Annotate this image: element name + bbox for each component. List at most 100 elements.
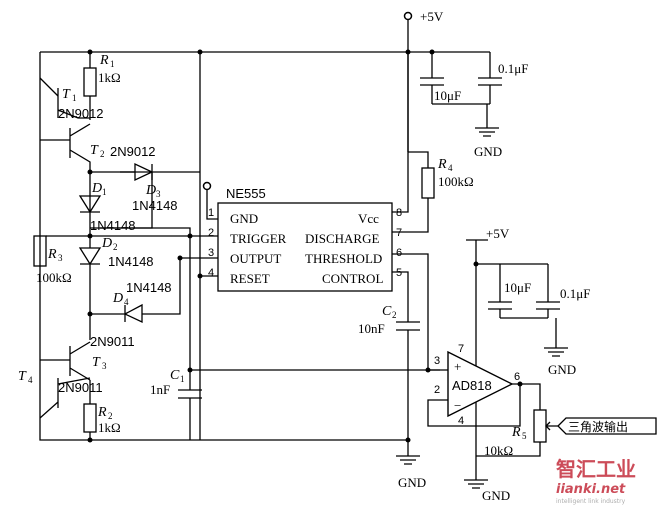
diode-d2: D 2 1N4148 xyxy=(78,236,154,269)
svg-text:3: 3 xyxy=(208,247,214,259)
resistor-r4: R 4 100kΩ xyxy=(421,157,474,199)
svg-text:1: 1 xyxy=(180,374,185,384)
gnd-symbol-right: GND xyxy=(544,347,576,377)
svg-text:RESET: RESET xyxy=(230,271,270,286)
svg-text:T: T xyxy=(18,369,27,384)
svg-text:2N9012: 2N9012 xyxy=(58,106,104,121)
svg-text:6: 6 xyxy=(396,247,402,259)
svg-text:2N9011: 2N9011 xyxy=(90,334,135,349)
svg-text:0.1μF: 0.1μF xyxy=(498,61,528,76)
svg-text:2: 2 xyxy=(113,242,118,252)
svg-text:R: R xyxy=(437,157,447,172)
svg-text:5: 5 xyxy=(522,431,527,441)
svg-text:3: 3 xyxy=(58,253,63,263)
svg-text:1kΩ: 1kΩ xyxy=(98,420,121,435)
svg-text:TRIGGER: TRIGGER xyxy=(230,231,287,246)
svg-text:8: 8 xyxy=(396,207,402,219)
triangle-output-label: 三角波输出 xyxy=(557,417,657,435)
svg-text:1N4148: 1N4148 xyxy=(126,280,172,295)
svg-text:NE555: NE555 xyxy=(226,186,266,201)
svg-text:2N9011: 2N9011 xyxy=(58,380,103,395)
svg-text:GND: GND xyxy=(474,144,502,159)
svg-text:2N9012: 2N9012 xyxy=(110,144,156,159)
svg-text:T: T xyxy=(62,87,71,102)
svg-text:D: D xyxy=(112,291,123,306)
svg-text:1: 1 xyxy=(102,187,107,197)
svg-text:2: 2 xyxy=(434,384,440,396)
svg-text:100kΩ: 100kΩ xyxy=(36,270,72,285)
svg-text:2: 2 xyxy=(108,411,113,421)
svg-text:智汇工业: 智汇工业 xyxy=(556,457,636,481)
svg-text:GND: GND xyxy=(548,362,576,377)
svg-text:R: R xyxy=(97,405,107,420)
svg-text:2: 2 xyxy=(208,227,214,239)
svg-text:iianki.net: iianki.net xyxy=(556,482,626,497)
svg-text:10μF: 10μF xyxy=(504,280,531,295)
svg-text:R: R xyxy=(47,247,57,262)
svg-text:3: 3 xyxy=(102,361,107,371)
svg-text:4: 4 xyxy=(448,163,453,173)
svg-text:1: 1 xyxy=(72,93,77,103)
svg-text:GND: GND xyxy=(398,475,426,490)
svg-text:THRESHOLD: THRESHOLD xyxy=(305,251,382,266)
svg-text:DISCHARGE: DISCHARGE xyxy=(305,231,379,246)
gnd-symbol-opamp: GND xyxy=(464,479,510,503)
svg-text:GND: GND xyxy=(482,488,510,503)
svg-text:+5V: +5V xyxy=(486,226,510,241)
svg-text:R: R xyxy=(99,53,109,68)
svg-text:R: R xyxy=(511,425,521,440)
svg-text:0.1μF: 0.1μF xyxy=(560,286,590,301)
svg-text:1N4148: 1N4148 xyxy=(90,218,136,233)
transistor-t4: T 4 2N9011 xyxy=(18,369,103,419)
top-decoupling-caps: 0.1μF 10μF GND xyxy=(420,52,528,159)
gnd-symbol-top: GND xyxy=(474,127,502,159)
svg-text:10μF: 10μF xyxy=(434,88,461,103)
resistor-r5: R 5 10kΩ xyxy=(476,409,558,458)
svg-text:intelligent link industry: intelligent link industry xyxy=(556,498,626,505)
svg-text:100kΩ: 100kΩ xyxy=(438,174,474,189)
diode-d1: D 1 1N4148 xyxy=(78,181,136,233)
svg-text:+5V: +5V xyxy=(420,9,444,24)
transistor-t1: T 1 2N9012 xyxy=(39,77,104,121)
svg-text:C: C xyxy=(382,304,392,319)
svg-text:4: 4 xyxy=(28,375,33,385)
vcc-top-terminal: +5V xyxy=(403,9,444,24)
svg-text:D: D xyxy=(91,181,102,196)
svg-text:−: − xyxy=(454,398,461,413)
svg-text:7: 7 xyxy=(458,343,464,355)
svg-text:3: 3 xyxy=(156,189,161,199)
svg-text:GND: GND xyxy=(230,211,258,226)
ne555-chip: NE555 1 GND 2 TRIGGER 3 OUTPUT 4 RESET 8… xyxy=(202,181,402,292)
svg-text:C: C xyxy=(170,368,180,383)
svg-text:4: 4 xyxy=(458,415,464,427)
svg-text:2: 2 xyxy=(100,149,105,159)
svg-text:2: 2 xyxy=(392,310,397,320)
svg-text:CONTROL: CONTROL xyxy=(322,271,383,286)
svg-text:D: D xyxy=(101,236,112,251)
svg-text:10nF: 10nF xyxy=(358,321,385,336)
capacitor-c1: C 1 1nF xyxy=(150,236,202,440)
svg-text:三角波输出: 三角波输出 xyxy=(568,419,628,434)
svg-text:1N4148: 1N4148 xyxy=(108,254,154,269)
svg-text:1nF: 1nF xyxy=(150,382,170,397)
svg-text:1: 1 xyxy=(208,207,214,219)
svg-text:6: 6 xyxy=(514,371,520,383)
transistor-t2: T 2 2N9012 xyxy=(40,123,156,172)
svg-text:3: 3 xyxy=(434,355,440,367)
svg-text:T: T xyxy=(92,355,101,370)
right-decoupling-caps: 10μF 0.1μF GND xyxy=(488,264,590,377)
svg-text:4: 4 xyxy=(124,297,129,307)
transistor-t3: 2N9011 T 3 xyxy=(40,334,135,381)
svg-text:7: 7 xyxy=(396,227,402,239)
svg-text:10kΩ: 10kΩ xyxy=(484,443,513,458)
diode-d3: D 3 1N4148 xyxy=(120,162,178,213)
svg-text:1N4148: 1N4148 xyxy=(132,198,178,213)
svg-text:1: 1 xyxy=(110,59,115,69)
svg-text:5: 5 xyxy=(396,267,402,279)
svg-text:AD818: AD818 xyxy=(452,378,492,393)
vcc-right-terminal: +5V xyxy=(466,226,510,241)
svg-text:Vcc: Vcc xyxy=(358,211,379,226)
svg-text:4: 4 xyxy=(208,267,214,279)
gnd-symbol-555: GND xyxy=(396,455,426,490)
